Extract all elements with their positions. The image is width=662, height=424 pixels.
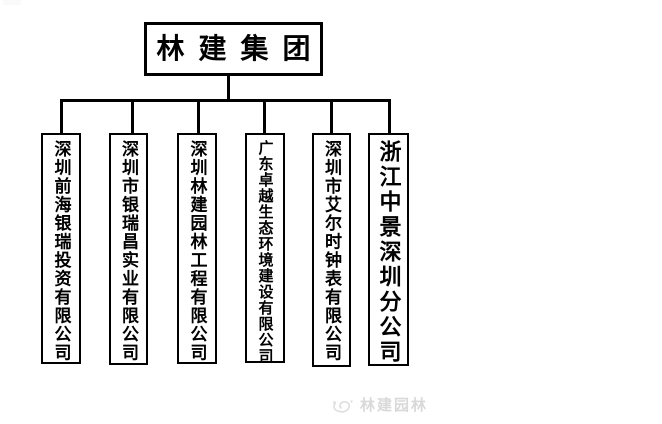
connector-root-stem <box>227 76 230 100</box>
connector-drop-3 <box>197 99 200 134</box>
org-node-subsidiary-2: 深圳市银瑞昌实业有限公司 <box>109 133 148 365</box>
connector-horizontal-bar <box>60 99 391 102</box>
org-node-root: 林建集团 <box>144 22 323 76</box>
org-node-root-label: 林建集团 <box>156 33 325 64</box>
org-node-subsidiary-3: 深圳林建园林工程有限公司 <box>177 133 217 364</box>
watermark-label: 林建园林 <box>360 396 429 414</box>
org-node-subsidiary-5: 深圳市艾尔时钟表有限公司 <box>312 133 351 367</box>
connector-drop-6 <box>388 99 391 134</box>
logo-swirl-icon <box>333 400 353 413</box>
org-node-subsidiary-6: 浙江中景深圳分公司 <box>368 133 409 366</box>
connector-drop-5 <box>330 99 333 134</box>
org-node-subsidiary-1: 深圳前海银瑞投资有限公司 <box>41 133 81 364</box>
org-node-subsidiary-5-label: 深圳市艾尔时钟表有限公司 <box>322 140 341 362</box>
connector-drop-2 <box>131 99 134 134</box>
org-node-subsidiary-3-label: 深圳林建园林工程有限公司 <box>187 140 207 362</box>
org-node-subsidiary-4: 广东卓越生态环境建设有限公司 <box>245 133 285 364</box>
scan-artifact <box>3 0 21 5</box>
org-node-subsidiary-1-label: 深圳前海银瑞投资有限公司 <box>51 140 71 362</box>
watermark: 林建园林 <box>331 395 428 415</box>
connector-drop-4 <box>263 99 266 134</box>
org-node-subsidiary-2-label: 深圳市银瑞昌实业有限公司 <box>119 140 138 362</box>
org-node-subsidiary-6-label: 浙江中景深圳分公司 <box>376 140 402 365</box>
connector-drop-1 <box>60 99 63 134</box>
org-node-subsidiary-4-label: 广东卓越生态环境建设有限公司 <box>256 140 274 364</box>
